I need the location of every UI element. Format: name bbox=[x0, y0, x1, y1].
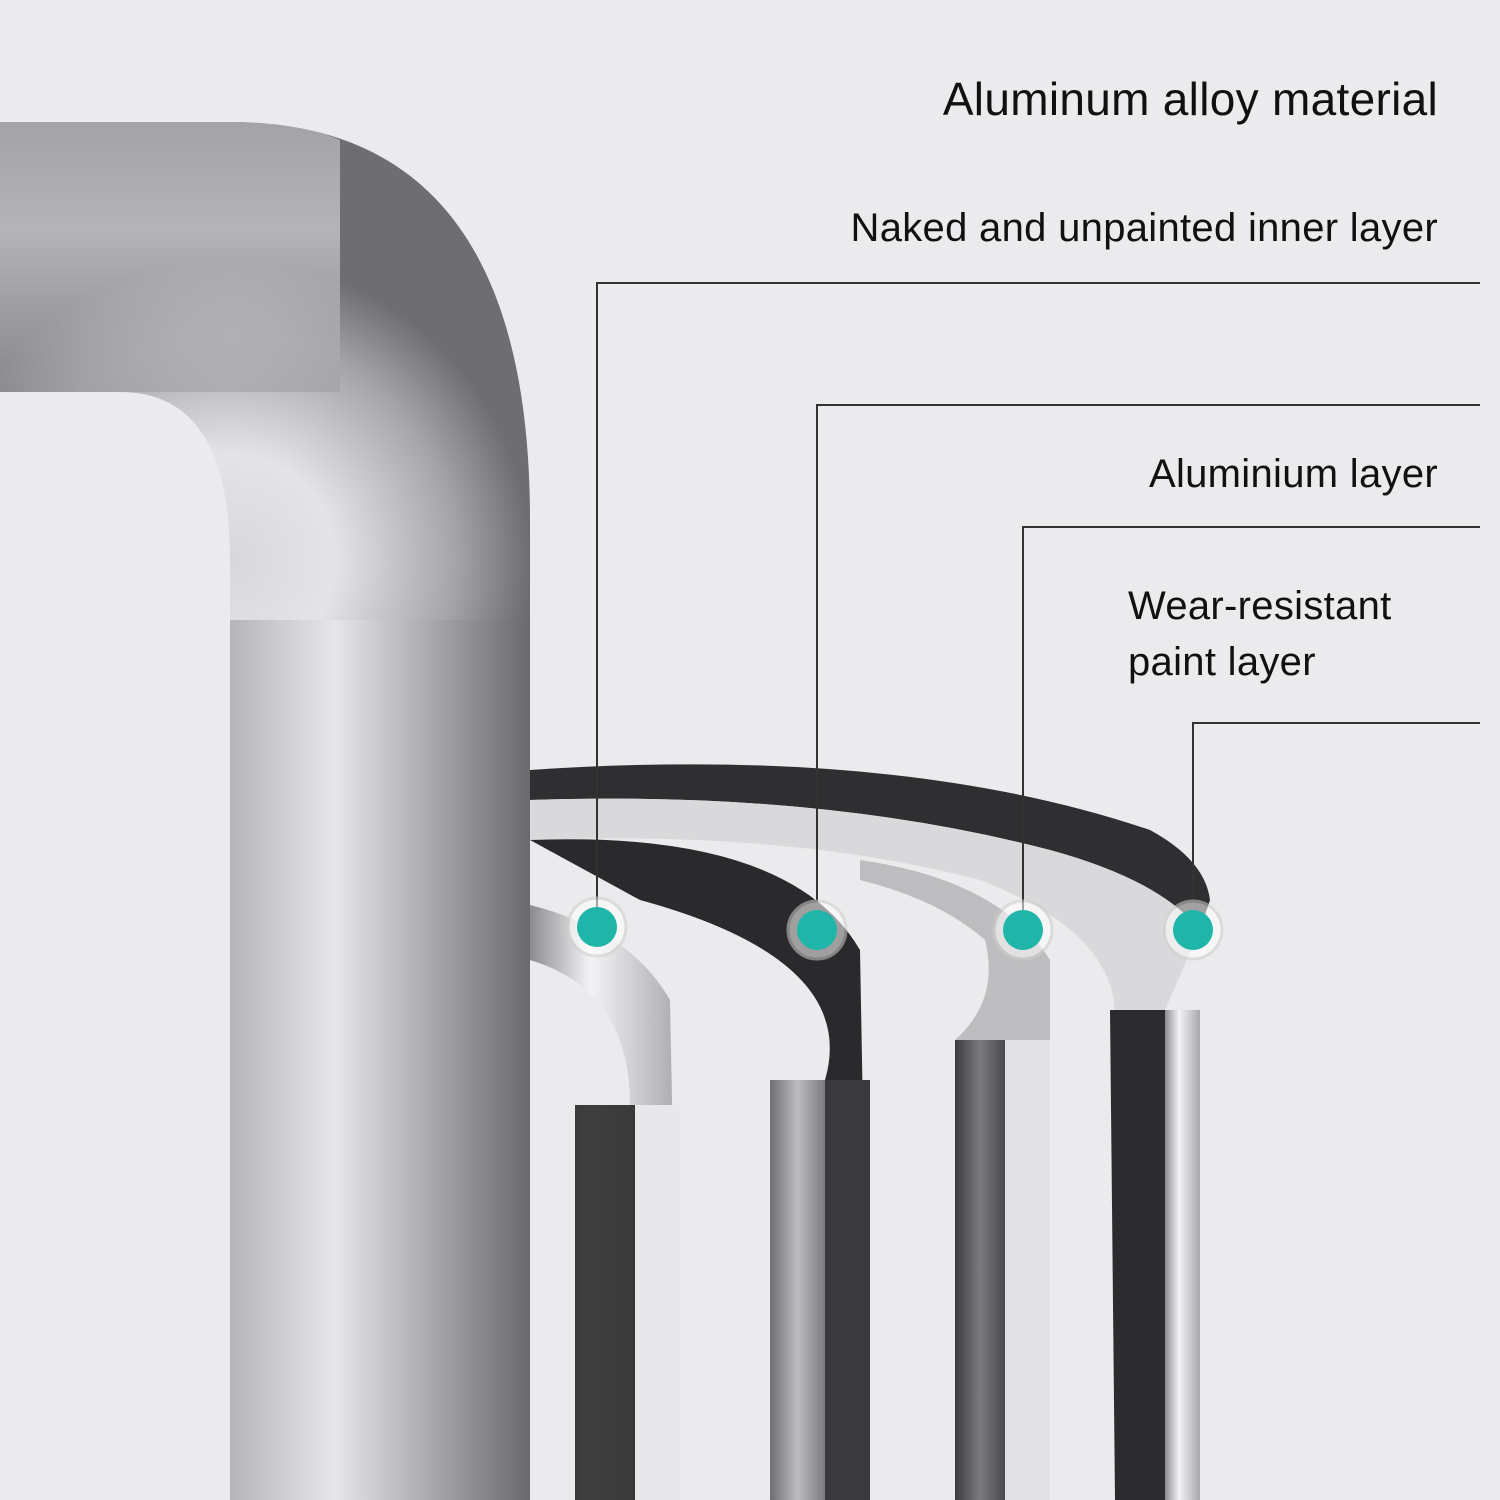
layer-markers bbox=[566, 896, 1224, 961]
label-naked-inner-layer: Naked and unpainted inner layer bbox=[850, 206, 1438, 250]
bent-pipe bbox=[0, 122, 530, 1500]
outer-shell bbox=[530, 764, 1210, 1010]
layer-bands bbox=[530, 839, 1200, 1500]
leader-line-naked bbox=[596, 282, 1480, 927]
label-wear-resistant-layer: Wear-resistant paint layer bbox=[1128, 584, 1392, 684]
label-aluminium-layer: Aluminium layer bbox=[1148, 452, 1438, 496]
marker-2 bbox=[786, 899, 848, 961]
leader-lines bbox=[596, 282, 1480, 930]
leader-line-aluminium bbox=[816, 404, 1480, 930]
marker-3 bbox=[992, 899, 1054, 961]
page-title: Aluminum alloy material bbox=[942, 73, 1438, 125]
marker-4 bbox=[1162, 899, 1224, 961]
leader-line-wear-lower bbox=[1192, 722, 1480, 930]
leader-line-wear-upper bbox=[1022, 526, 1480, 930]
marker-1 bbox=[566, 896, 628, 958]
